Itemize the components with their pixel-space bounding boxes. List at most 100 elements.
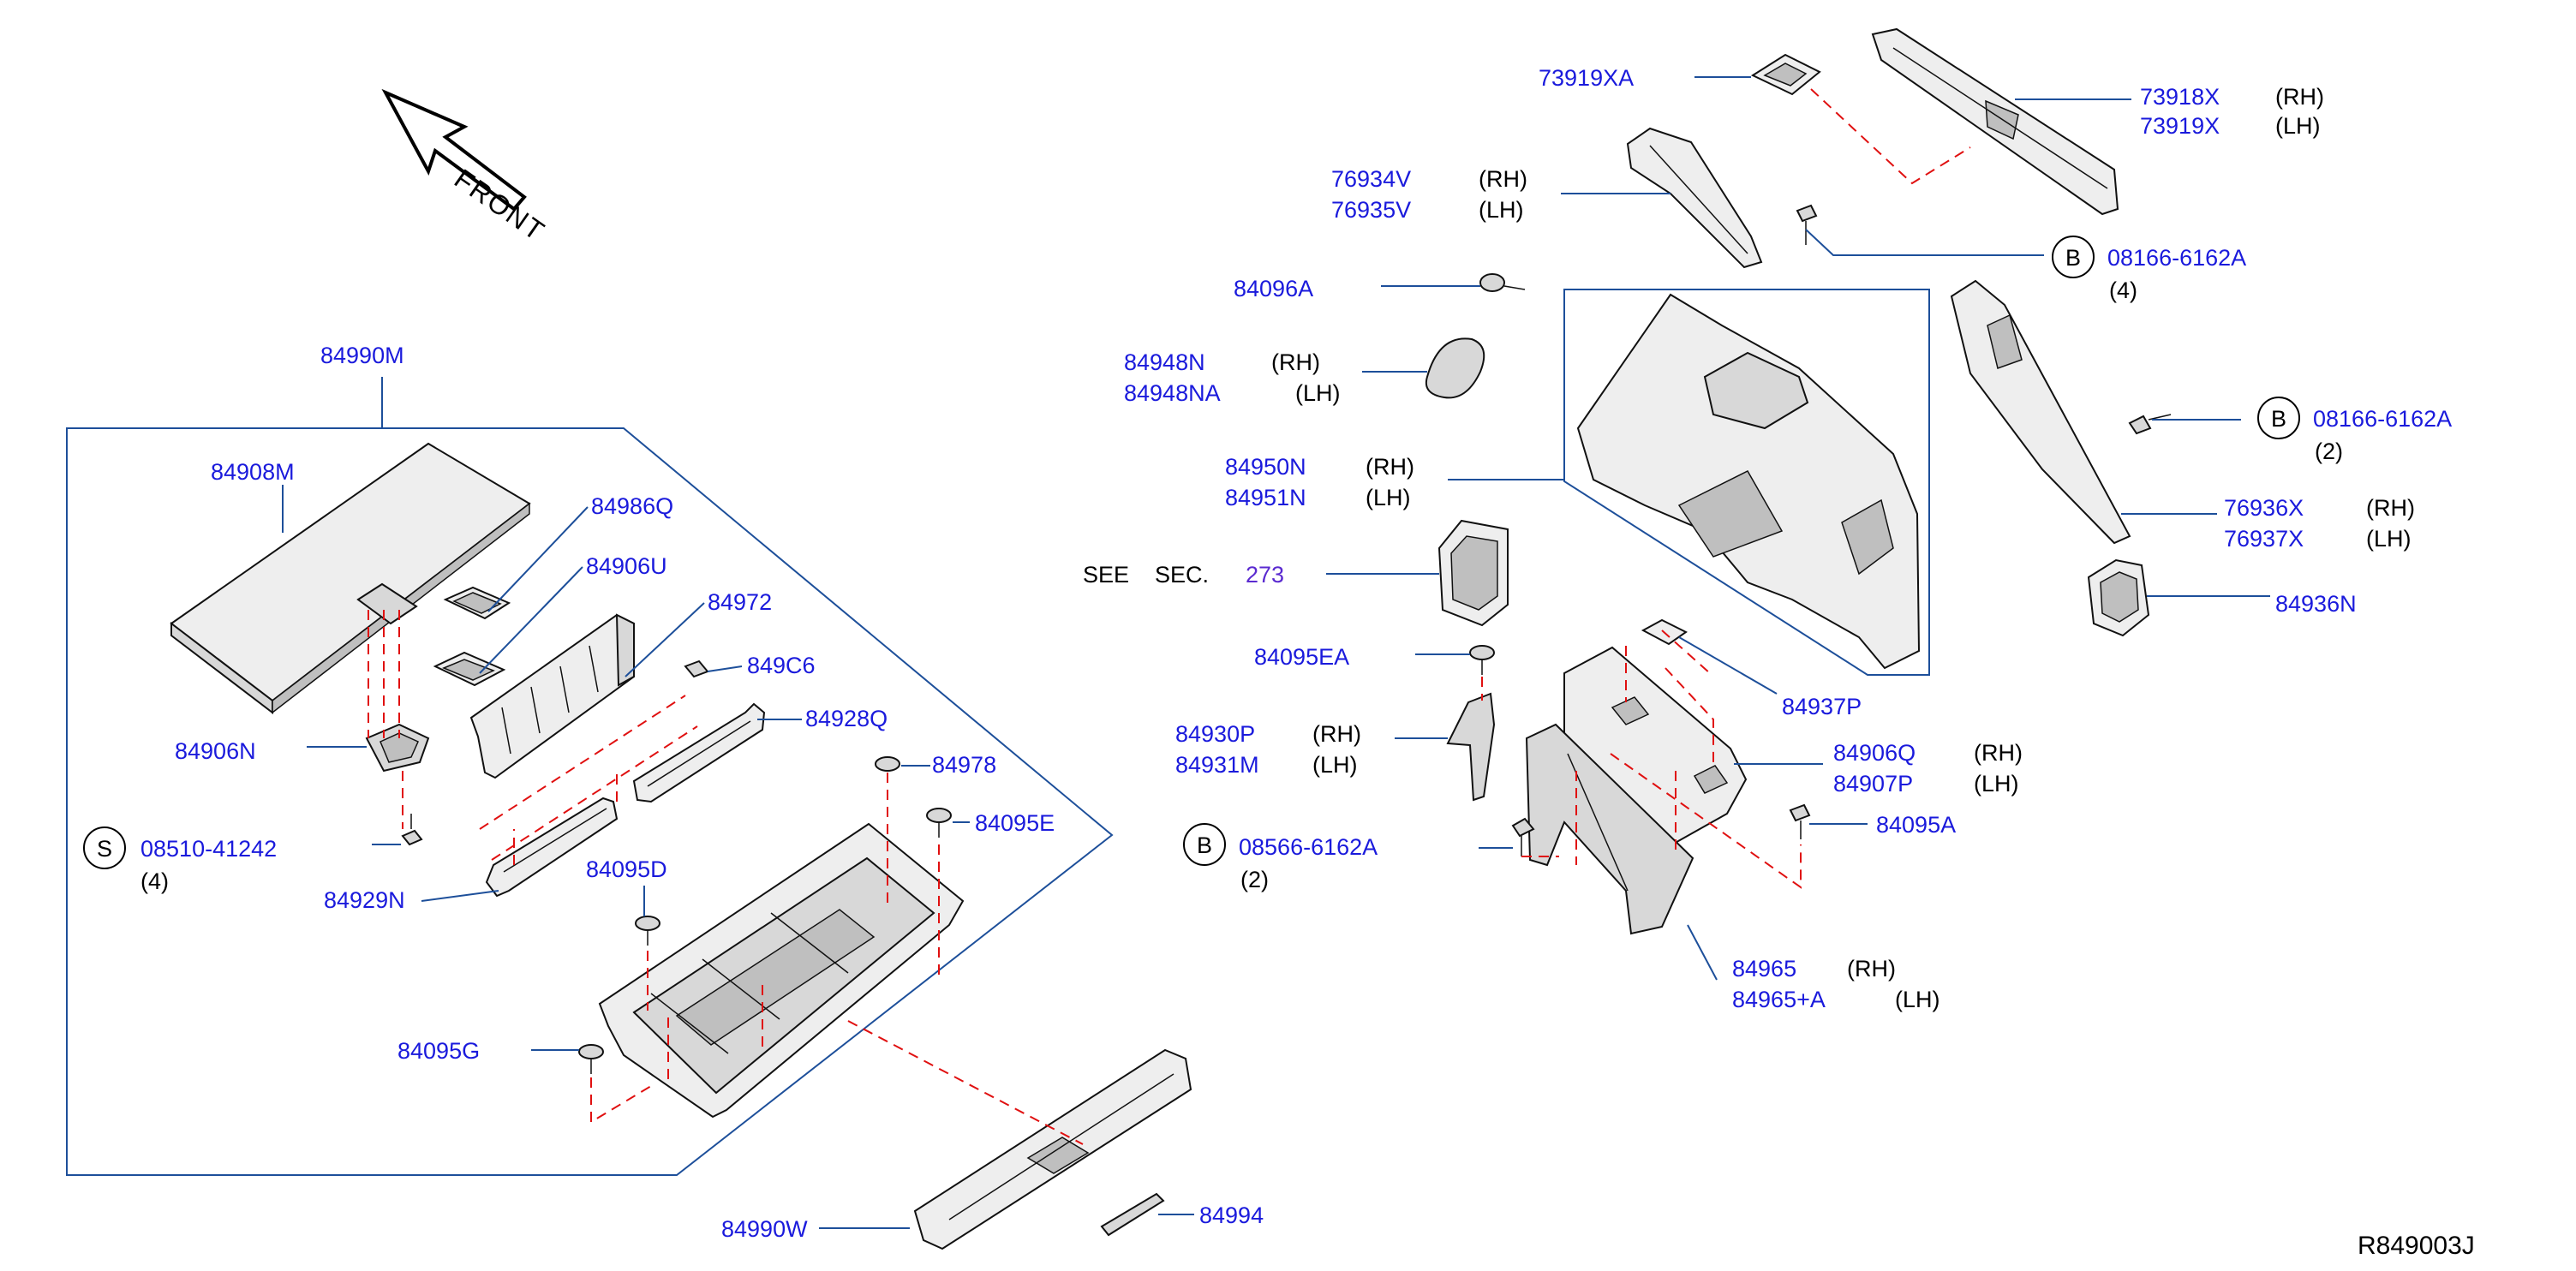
label-84986Q: 84986Q — [591, 493, 673, 519]
label-08510-41242: 08510-41242 — [140, 836, 277, 862]
label-84994: 84994 — [1199, 1202, 1264, 1228]
clip-849C6 — [684, 659, 709, 678]
pad-84948N — [1425, 337, 1485, 399]
side-84948N: (RH) — [1271, 349, 1320, 375]
label-84950N: 84950N — [1225, 454, 1306, 480]
vent-84936N — [2087, 558, 2150, 637]
symbol-b-circle-right — [2257, 397, 2300, 439]
side-84907P: (LH) — [1974, 771, 2019, 797]
qty-08510-41242: (4) — [140, 868, 169, 894]
symbol-s-circle — [83, 826, 126, 869]
label-84990M: 84990M — [320, 343, 404, 368]
label-84951N: 84951N — [1225, 485, 1306, 510]
label-84095A: 84095A — [1876, 812, 1956, 838]
label-84906N: 84906N — [175, 738, 256, 764]
label-84990W: 84990W — [721, 1216, 808, 1242]
clip-84095G — [578, 1044, 604, 1074]
screw-08510 — [401, 814, 423, 846]
label-84906U: 84906U — [586, 553, 667, 579]
symbol-b-mid: B — [1197, 832, 1212, 858]
right-group-frame — [1563, 289, 1930, 676]
label-76935V: 76935V — [1331, 197, 1411, 223]
symbol-b-circle-mid — [1183, 823, 1226, 866]
panel-84950N — [1576, 293, 1921, 670]
label-84929N: 84929N — [324, 887, 405, 913]
side-84965: (RH) — [1847, 956, 1896, 982]
drawing-id: R849003J — [2358, 1232, 2475, 1260]
trim-73918X — [1871, 27, 2119, 216]
label-84965: 84965 — [1732, 956, 1796, 982]
screw-08566 — [1511, 817, 1535, 856]
rail-84928Q — [632, 702, 766, 803]
box-84972 — [469, 613, 635, 779]
side-76937X: (LH) — [2366, 526, 2412, 552]
side-73919X: (LH) — [2275, 113, 2321, 139]
qty-08166-right: (2) — [2315, 439, 2343, 464]
label-84948NA: 84948NA — [1124, 380, 1221, 406]
latch-84906N — [365, 723, 430, 773]
label-see: SEE — [1083, 562, 1129, 588]
left-group-frame — [66, 427, 1114, 1176]
side-84931M: (LH) — [1312, 752, 1358, 778]
side-84965-A: (LH) — [1895, 987, 1940, 1012]
side-76934V: (RH) — [1479, 166, 1527, 192]
label-08566-6162A: 08566-6162A — [1239, 834, 1378, 860]
label-08166-top: 08166-6162A — [2107, 245, 2246, 271]
front-label: FRONT — [449, 163, 551, 247]
bracket-84965 — [1525, 723, 1694, 935]
label-84908M: 84908M — [211, 459, 295, 485]
label-84930P: 84930P — [1175, 721, 1255, 747]
label-84096A: 84096A — [1234, 276, 1313, 301]
side-76936X: (RH) — [2366, 495, 2415, 521]
label-84095E: 84095E — [975, 810, 1055, 836]
label-76936X: 76936X — [2224, 495, 2304, 521]
front-arrow-icon — [381, 88, 527, 212]
clip-84096A — [1479, 273, 1526, 292]
vent-sec-273 — [1437, 519, 1509, 627]
label-73919X: 73919X — [2140, 113, 2220, 139]
cover-84986Q — [443, 586, 511, 620]
strip-84994 — [1100, 1192, 1165, 1237]
label-84937P: 84937P — [1782, 694, 1862, 719]
symbol-s: S — [97, 836, 112, 862]
symbol-b-right: B — [2271, 406, 2286, 432]
label-84972: 84972 — [708, 589, 772, 615]
label-84978: 84978 — [932, 752, 996, 778]
label-84936N: 84936N — [2275, 591, 2357, 617]
label-73918X: 73918X — [2140, 84, 2220, 110]
side-84930P: (RH) — [1312, 721, 1361, 747]
label-84948N: 84948N — [1124, 349, 1205, 375]
label-08166-right: 08166-6162A — [2313, 406, 2452, 432]
bracket-84930P — [1446, 692, 1496, 802]
label-849C6: 849C6 — [747, 653, 816, 678]
label-84906Q: 84906Q — [1833, 740, 1916, 766]
label-84931M: 84931M — [1175, 752, 1259, 778]
trim-76936X — [1950, 279, 2131, 545]
side-76935V: (LH) — [1479, 197, 1524, 223]
clip-84095A — [1789, 803, 1811, 839]
side-84950N: (RH) — [1366, 454, 1414, 480]
clip-84095E — [926, 808, 952, 838]
label-76934V: 76934V — [1331, 166, 1411, 192]
sill-plate-84990W — [913, 1048, 1192, 1250]
qty-08166-top: (4) — [2109, 277, 2137, 303]
screw-08166-top — [1796, 204, 1818, 245]
label-84965-A: 84965+A — [1732, 987, 1826, 1012]
rail-84929N — [485, 797, 619, 898]
label-84095D: 84095D — [586, 856, 667, 882]
screw-08166-right — [2128, 414, 2172, 435]
symbol-b-top: B — [2065, 245, 2081, 271]
label-84095EA: 84095EA — [1254, 644, 1349, 670]
cover-84906U — [433, 651, 506, 687]
label-sec-number: 273 — [1246, 562, 1284, 588]
side-84948NA: (LH) — [1295, 380, 1341, 406]
label-sec: SEC. — [1155, 562, 1209, 588]
clip-84095D — [635, 916, 660, 946]
label-84095G: 84095G — [397, 1038, 480, 1064]
label-76937X: 76937X — [2224, 526, 2304, 552]
cap-84978 — [875, 756, 900, 772]
side-73918X: (RH) — [2275, 84, 2324, 110]
qty-08566-6162A: (2) — [1240, 867, 1269, 892]
trim-76934V — [1626, 127, 1763, 269]
